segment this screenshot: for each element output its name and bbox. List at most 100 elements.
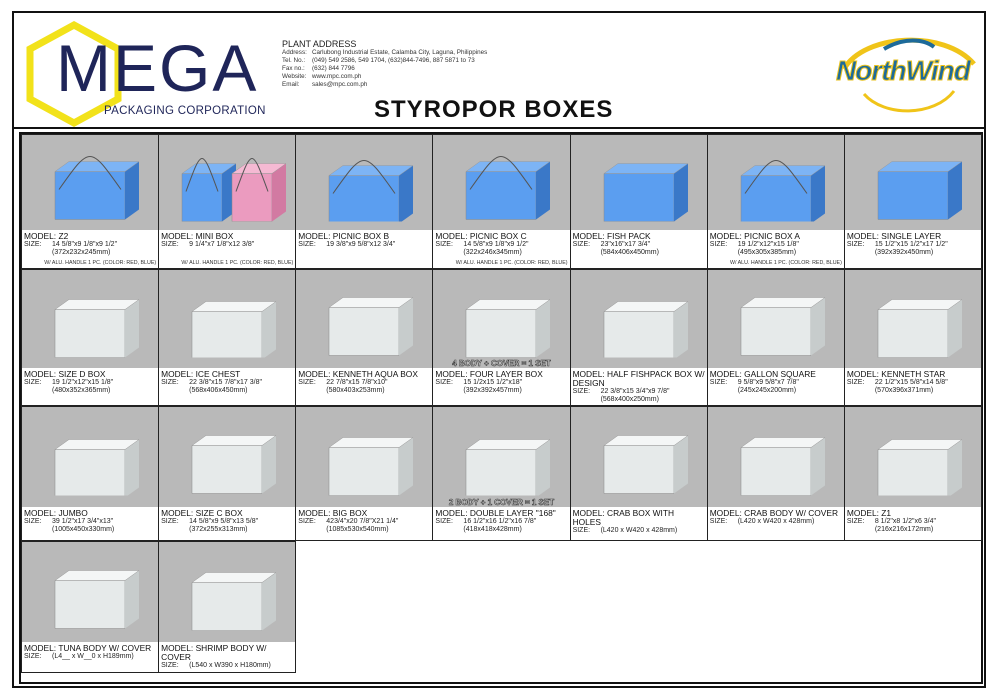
row-label: Email: xyxy=(282,81,300,88)
size-value: 9 5/8"x9 5/8"x7 7/8" xyxy=(737,379,799,386)
styrofoam-box-icon xyxy=(167,141,287,226)
row-value: sales@mpc.com.ph xyxy=(312,81,368,88)
product-photo xyxy=(296,407,433,510)
size-label: SIZE: xyxy=(846,241,865,248)
size-value: (L420 x W420 x 428mm) xyxy=(737,518,815,525)
model-name: HALF FISHPACK BOX W/ DESIGN xyxy=(572,369,705,388)
model-label: MODEL: xyxy=(298,231,331,241)
size-label: SIZE: xyxy=(572,527,591,534)
northwind-logo: NorthWind xyxy=(824,29,984,119)
model-line: MODEL: KENNETH STAR xyxy=(847,370,979,379)
styrofoam-box-icon xyxy=(304,278,424,363)
tel-row: Tel. No.:(049) 549 2586, 549 1704, (632)… xyxy=(282,57,487,65)
size-value: (322x246x345mm) xyxy=(463,248,522,256)
size-line: SIZE:19 3/8"x9 5/8"x12 3/4" xyxy=(298,241,430,249)
size-line: SIZE:22 3/8"x15 7/8"x17 3/8"(568x406x450… xyxy=(161,379,293,394)
product-photo xyxy=(159,135,296,233)
size-line: SIZE:(L4__ x W__0 x H189mm) xyxy=(24,653,156,661)
model-line: MODEL: HALF FISHPACK BOX W/ DESIGN xyxy=(573,370,705,388)
model-label: MODEL: xyxy=(846,369,879,379)
model-label: MODEL: xyxy=(572,369,605,379)
styrofoam-box-icon xyxy=(853,141,973,226)
size-line: SIZE:19 1/2"x12"x15 1/8"(495x305x385mm) xyxy=(710,241,842,256)
product-photo xyxy=(296,270,433,371)
page-title: STYROPOR BOXES xyxy=(374,96,614,123)
size-value: 19 1/2"x12"x15 1/8" xyxy=(52,379,114,386)
model-label: MODEL: xyxy=(24,369,57,379)
size-line: SIZE:(L540 x W390 x H180mm) xyxy=(161,662,293,670)
swoosh-icon xyxy=(841,37,976,113)
model-label: MODEL: xyxy=(572,508,605,518)
size-label: SIZE: xyxy=(846,518,865,525)
model-line: MODEL: ICE CHEST xyxy=(161,370,293,379)
handle-note: W/ ALU. HANDLE 1 PC. (COLOR: RED, BLUE) xyxy=(455,259,568,266)
product-photo xyxy=(707,135,844,233)
company-subtitle: PACKAGING CORPORATION xyxy=(104,105,266,117)
styrofoam-box-icon xyxy=(579,141,699,226)
product-photo xyxy=(570,135,707,233)
model-line: MODEL: Z2 xyxy=(24,232,156,241)
size-value: (568x406x450mm) xyxy=(189,386,248,394)
size-value: 15 1/2"x15 1/2"x17 1/2" xyxy=(874,241,948,248)
styrofoam-box-icon xyxy=(716,416,836,501)
address-row: Address:Carlubong Industrial Estate, Cal… xyxy=(282,49,487,57)
row-value: (049) 549 2586, 549 1704, (632)844-7496,… xyxy=(312,57,475,64)
model-line: MODEL: SIZE D BOX xyxy=(24,370,156,379)
model-name: PICNIC BOX B xyxy=(332,231,390,241)
product-photo xyxy=(159,270,296,371)
size-value: (216x216x172mm) xyxy=(874,525,934,533)
product-photo xyxy=(296,135,433,233)
size-value: 19 3/8"x9 5/8"x12 3/4" xyxy=(326,241,396,248)
model-line: MODEL: FISH PACK xyxy=(573,232,705,241)
set-caption: 4 BODY + COVER = 1 SET xyxy=(452,359,551,369)
model-name: PICNIC BOX C xyxy=(469,231,527,241)
styrofoam-box-icon xyxy=(304,141,424,226)
size-line: SIZE:39 1/2"x17 3/4"x13"(1005x450x330mm) xyxy=(24,518,156,533)
catalog-sheet: MEGA PACKAGING CORPORATION PLANT ADDRESS… xyxy=(12,11,986,688)
model-line: MODEL: CRAB BOX WITH HOLES xyxy=(573,509,705,527)
size-line: SIZE:16 1/2"x16 1/2"x16 7/8"(418x418x428… xyxy=(435,518,567,533)
row-label: Website: xyxy=(282,73,307,80)
size-value: 14 5/8"x9 1/8"x9 1/2" xyxy=(463,241,529,248)
size-line: SIZE:9 5/8"x9 5/8"x7 7/8"(245x245x200mm) xyxy=(710,379,842,394)
model-name: JUMBO xyxy=(58,508,88,518)
fax-row: Fax no.:(632) 844 7796 xyxy=(282,65,487,73)
styrofoam-box-icon xyxy=(441,141,561,226)
model-line: MODEL: BIG BOX xyxy=(298,509,430,518)
size-value: (580x403x253mm) xyxy=(326,386,385,394)
product-photo xyxy=(570,270,707,371)
model-line: MODEL: TUNA BODY W/ COVER xyxy=(24,644,156,653)
website-row: Website:www.mpc.com.ph xyxy=(282,73,487,81)
model-line: MODEL: SINGLE LAYER xyxy=(847,232,979,241)
model-line: MODEL: PICNIC BOX A xyxy=(710,232,842,241)
styrofoam-box-icon xyxy=(30,278,150,363)
size-line: SIZE:22 7/8"x15 7/8"x10"(580x403x253mm) xyxy=(298,379,430,394)
model-name: SIZE D BOX xyxy=(58,369,106,379)
size-value: 15 1/2x15 1/2"x18" xyxy=(463,379,523,386)
model-label: MODEL: xyxy=(24,643,57,653)
size-value: 19 1/2"x12"x15 1/8" xyxy=(737,241,799,248)
model-name: KENNETH AQUA BOX xyxy=(332,369,418,379)
size-label: SIZE: xyxy=(435,379,453,386)
styrofoam-box-icon xyxy=(167,551,287,636)
